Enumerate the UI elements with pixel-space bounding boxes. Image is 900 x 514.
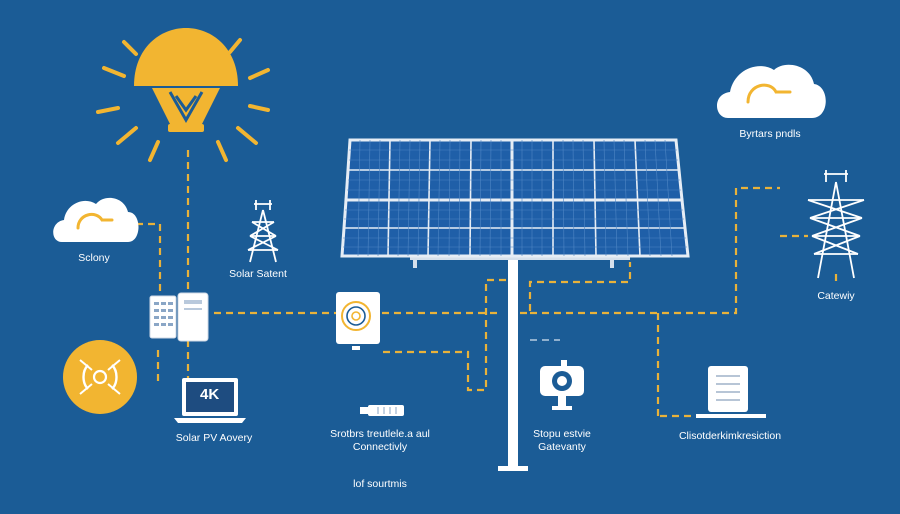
inverter-icon-center xyxy=(336,292,380,350)
tower-icon-right xyxy=(807,170,865,279)
connectivity-label-line2: Connectivly xyxy=(352,441,408,453)
connector-lines xyxy=(136,150,838,418)
camera-icon xyxy=(540,360,584,410)
server-icon xyxy=(696,366,766,418)
connectivity-label-line1: Srotbrs treutlele.a aul xyxy=(330,428,430,440)
tower-left-label: Solar Satent xyxy=(229,268,287,280)
cloud-left-label: Sclony xyxy=(78,252,110,264)
laptop-icon xyxy=(174,378,246,423)
camera-label-line2: Gatevanty xyxy=(538,441,586,453)
tower-right-label: Catewiy xyxy=(817,290,855,302)
wireless-badge-icon xyxy=(63,340,137,414)
usb-dongle-icon xyxy=(360,405,404,416)
laptop-label: Solar PV Aovery xyxy=(175,432,253,444)
camera-label-line1: Stopu estvie xyxy=(533,428,591,440)
cloud-right-label: Byrtars pndls xyxy=(739,128,801,140)
tower-icon xyxy=(247,200,279,263)
server-label: Clisotderkimkresiction xyxy=(678,430,782,442)
solar-panel-array xyxy=(340,138,690,471)
bottom-note: lof sourtmis xyxy=(353,478,407,490)
cloud-icon xyxy=(53,197,139,242)
laptop-screen-text: 4K xyxy=(200,386,220,403)
cloud-icon-right xyxy=(717,64,826,118)
sun-icon xyxy=(96,28,270,162)
inverter-icon xyxy=(149,292,209,342)
